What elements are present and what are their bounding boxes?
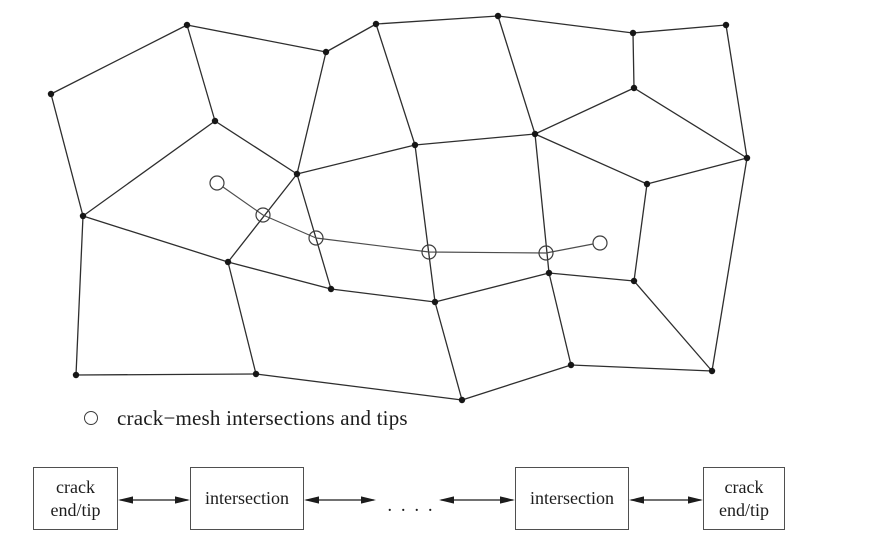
- double-arrow-icon: [439, 493, 515, 507]
- mesh-edge: [646, 157, 748, 185]
- mesh-edge: [375, 15, 499, 25]
- flow-box-crack-end-tip-left: crack end/tip: [33, 467, 118, 530]
- double-arrow-icon: [304, 493, 376, 507]
- crack-intersection-circle: [421, 244, 437, 260]
- mesh-edge: [534, 133, 648, 185]
- mesh-edge: [375, 23, 416, 146]
- mesh-node: [545, 269, 553, 277]
- legend: crack−mesh intersections and tips: [84, 405, 408, 431]
- crack-line: [222, 186, 594, 254]
- mesh-edge: [633, 280, 713, 372]
- mesh-edge: [548, 272, 572, 366]
- mesh-edge: [434, 301, 463, 401]
- mesh-node: [722, 21, 730, 29]
- mesh-node: [531, 130, 539, 138]
- mesh-edge: [186, 24, 327, 53]
- mesh-node: [372, 20, 380, 28]
- mesh-node: [643, 180, 651, 188]
- open-circle-icon: [84, 411, 98, 425]
- double-arrow-icon: [629, 493, 703, 507]
- mesh-edge: [296, 51, 327, 175]
- mesh-edge: [414, 133, 536, 146]
- mesh-edge: [214, 120, 298, 175]
- mesh-node: [743, 154, 751, 162]
- mesh-node: [411, 141, 419, 149]
- mesh-edge: [255, 373, 463, 401]
- mesh-node: [79, 212, 87, 220]
- mesh-edge: [75, 373, 257, 376]
- double-arrow-icon: [304, 496, 376, 504]
- mesh-edge: [75, 215, 84, 376]
- mesh-edge: [227, 261, 332, 290]
- mesh-edge: [548, 272, 635, 282]
- flow-box-intersection-1: intersection: [190, 467, 304, 530]
- mesh-edge: [325, 23, 377, 53]
- mesh-edge: [50, 24, 188, 95]
- mesh-edge: [711, 157, 748, 372]
- mesh-edge: [82, 120, 216, 217]
- mesh-edge: [82, 215, 229, 263]
- mesh-edge: [330, 288, 436, 303]
- mesh-edge: [570, 364, 713, 372]
- mesh-node: [293, 170, 301, 178]
- double-arrow-icon: [118, 493, 190, 507]
- legend-label: crack−mesh intersections and tips: [117, 405, 408, 430]
- double-arrow-icon: [629, 496, 703, 504]
- crack-intersection-circle: [209, 175, 225, 191]
- mesh-edge: [633, 183, 648, 282]
- double-arrow-icon: [118, 496, 190, 504]
- mesh-edge: [497, 15, 536, 135]
- mesh-node: [72, 371, 80, 379]
- mesh-node: [630, 84, 638, 92]
- crack-intersection-circle: [308, 230, 324, 246]
- mesh-edge: [534, 133, 550, 274]
- crack-intersection-circle: [255, 207, 271, 223]
- flow-ellipsis: . . . .: [387, 495, 435, 516]
- mesh-node: [322, 48, 330, 56]
- mesh-node: [630, 277, 638, 285]
- flow-box-crack-end-tip-right: crack end/tip: [703, 467, 785, 530]
- mesh-node: [252, 370, 260, 378]
- mesh-edge: [633, 87, 748, 159]
- mesh-edge: [434, 272, 550, 303]
- mesh-edge: [227, 261, 257, 375]
- mesh-edge: [414, 144, 436, 303]
- mesh-edge: [50, 93, 84, 217]
- mesh-node: [708, 367, 716, 375]
- mesh-node: [47, 90, 55, 98]
- crack-intersection-circle: [592, 235, 608, 251]
- mesh-node: [211, 117, 219, 125]
- mesh-edge: [186, 24, 216, 122]
- mesh-node: [567, 361, 575, 369]
- mesh-node: [327, 285, 335, 293]
- mesh-node: [224, 258, 232, 266]
- mesh-edge: [296, 144, 416, 175]
- mesh-node: [629, 29, 637, 37]
- mesh-edge: [725, 24, 748, 159]
- mesh-edge: [461, 364, 572, 401]
- mesh-node: [183, 21, 191, 29]
- flow-box-intersection-2: intersection: [515, 467, 629, 530]
- mesh-node: [494, 12, 502, 20]
- crack-intersection-circle: [538, 245, 554, 261]
- mesh-node: [431, 298, 439, 306]
- mesh-edge: [227, 173, 298, 263]
- mesh-node: [458, 396, 466, 404]
- mesh-edge: [632, 32, 635, 89]
- mesh-edge: [534, 87, 635, 135]
- double-arrow-icon: [439, 496, 515, 504]
- mesh-edge: [632, 24, 727, 34]
- mesh-edge: [497, 15, 634, 34]
